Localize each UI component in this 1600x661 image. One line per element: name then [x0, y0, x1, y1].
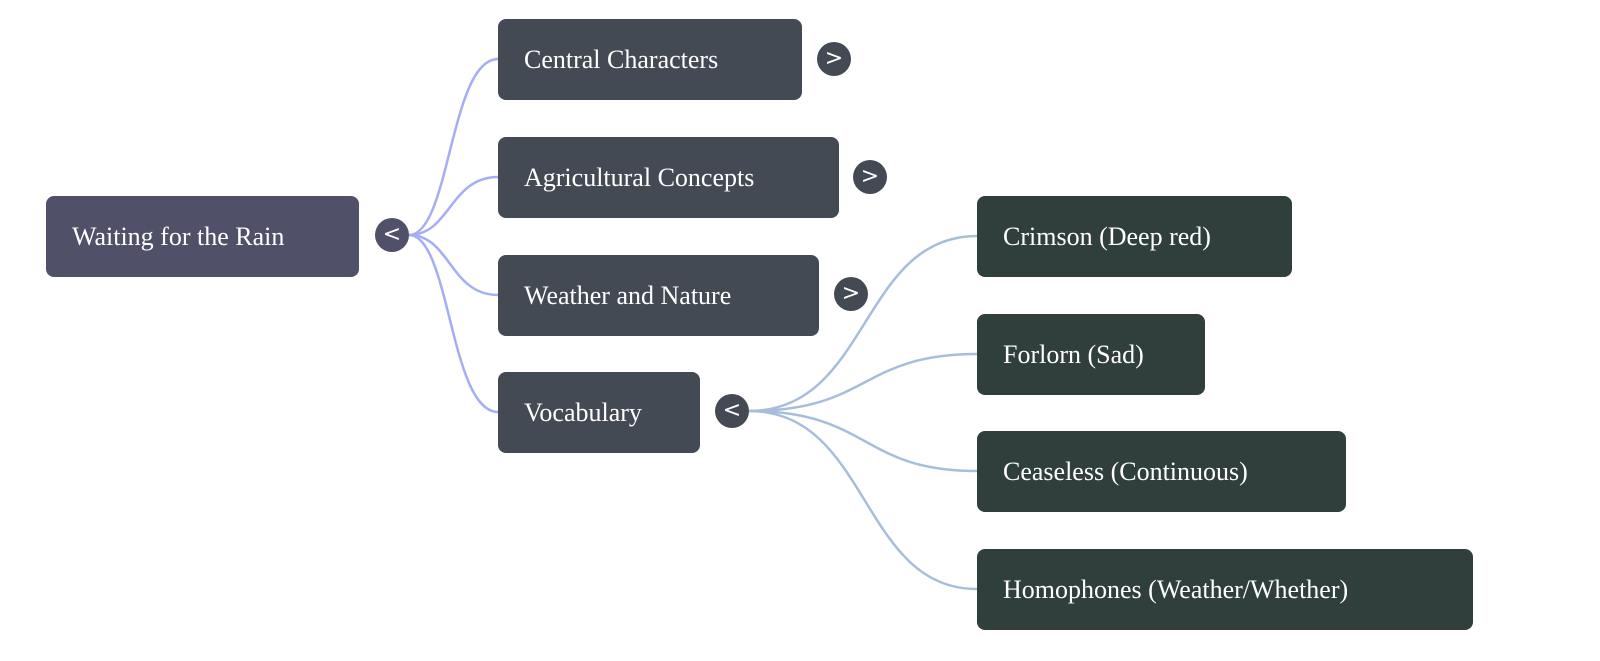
- expand-toggle-weather-and-nature[interactable]: >: [834, 277, 868, 311]
- node-homophones[interactable]: Homophones (Weather/Whether): [977, 549, 1473, 630]
- node-label: Agricultural Concepts: [524, 162, 755, 192]
- node-vocabulary[interactable]: Vocabulary: [498, 372, 700, 453]
- node-forlorn[interactable]: Forlorn (Sad): [977, 314, 1205, 395]
- link-vocab-homophones: [748, 409, 978, 591]
- node-label: Weather and Nature: [524, 280, 732, 310]
- node-agricultural-concepts[interactable]: Agricultural Concepts: [498, 137, 839, 218]
- node-label: Vocabulary: [524, 397, 642, 427]
- collapse-toggle-vocabulary[interactable]: <: [715, 394, 749, 428]
- node-label: Forlorn (Sad): [1003, 339, 1144, 369]
- link-vocab-forlorn: [748, 352, 978, 413]
- link-root-weather-and-nature: [408, 233, 499, 297]
- node-label: Central Characters: [524, 44, 719, 74]
- node-label: Crimson (Deep red): [1003, 221, 1211, 251]
- root-node[interactable]: Waiting for the Rain: [46, 196, 359, 277]
- link-vocab-ceaseless: [748, 409, 978, 473]
- root-label: Waiting for the Rain: [72, 221, 285, 251]
- expand-toggle-agricultural-concepts[interactable]: >: [853, 160, 887, 194]
- node-crimson[interactable]: Crimson (Deep red): [977, 196, 1292, 277]
- root-collapse-toggle[interactable]: <: [375, 218, 409, 252]
- link-vocab-crimson: [748, 234, 978, 413]
- node-weather-and-nature[interactable]: Weather and Nature: [498, 255, 819, 336]
- node-central-characters[interactable]: Central Characters: [498, 19, 802, 100]
- node-label: Ceaseless (Continuous): [1003, 456, 1248, 486]
- node-label: Homophones (Weather/Whether): [1003, 574, 1349, 604]
- node-ceaseless[interactable]: Ceaseless (Continuous): [977, 431, 1346, 512]
- link-root-vocabulary: [408, 233, 499, 414]
- link-root-agricultural-concepts: [408, 175, 499, 237]
- link-root-central-characters: [408, 57, 499, 237]
- expand-toggle-central-characters[interactable]: >: [817, 42, 851, 76]
